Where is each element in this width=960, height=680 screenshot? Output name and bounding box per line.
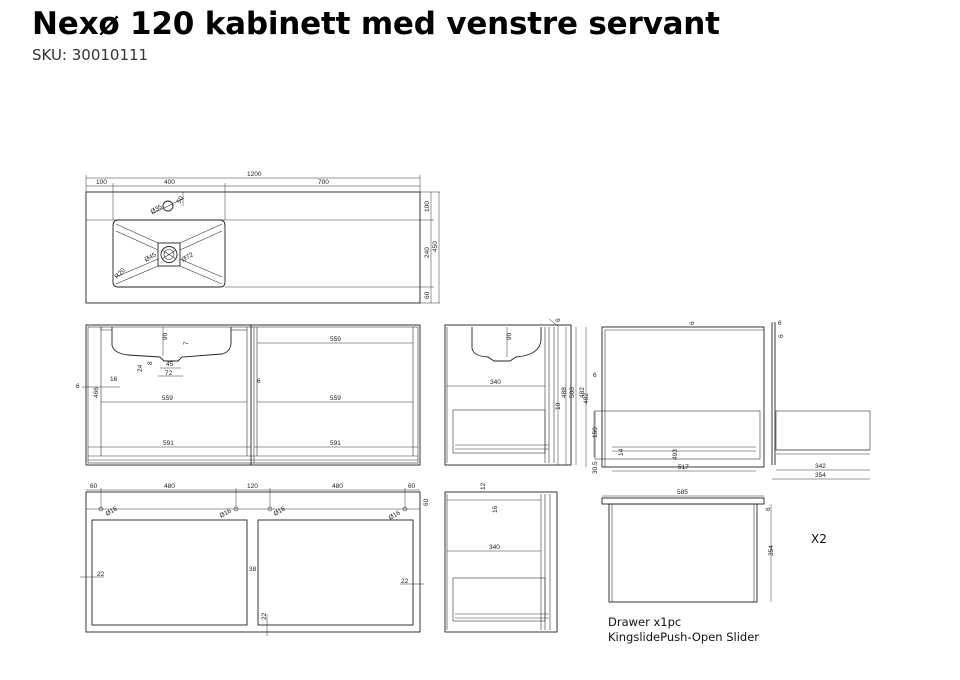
sku-label: SKU: 30010111	[32, 46, 149, 64]
drawer-side-gap: 6	[593, 372, 597, 379]
section-side-dim: 6	[778, 334, 785, 338]
drawer-bottom-offset: 30.5	[592, 461, 599, 474]
back-depth-dim: 60	[423, 498, 430, 506]
side-view: 90 340 6 10 488 500 482	[444, 318, 586, 466]
section-inner-dim: 342	[815, 463, 826, 470]
basin-bottom-4: 72	[165, 370, 173, 377]
corner-radius-dim: R20	[113, 267, 127, 281]
lower-side-inner: 340	[489, 544, 500, 551]
side-height-2: 488	[561, 387, 568, 398]
section-outer-dim: 354	[815, 472, 826, 479]
drawer-side-height: 482	[583, 393, 590, 404]
lower-side-top: 12	[480, 482, 487, 490]
side-basin-depth: 90	[506, 332, 513, 340]
back-margin-right: 22	[401, 578, 409, 585]
drawer-depth-label: 493	[672, 449, 679, 460]
back-seg-4: 480	[332, 483, 343, 490]
basin-bottom-3: 45	[166, 361, 174, 368]
right-top-dim: 559	[330, 336, 341, 343]
shelf-right-dim: 559	[330, 395, 341, 402]
depth-seg-3: 60	[424, 291, 431, 299]
back-bottom: 22	[261, 612, 268, 620]
drawer-slide-gap: 14	[618, 448, 625, 456]
side-height-3: 500	[569, 387, 576, 398]
drawer-side-view: 482 150 30.5 6 6 14 493 517	[583, 321, 765, 474]
basin-bottom-1: 24	[137, 364, 144, 372]
side-height-4: 482	[579, 387, 586, 398]
back-view: 60 480 120 480 60 60 Ø16 Ø16 Ø16 Ø16 22 …	[80, 483, 430, 636]
overall-depth-dim: 450	[432, 241, 439, 252]
drawer-count-note: Drawer x1pc	[608, 615, 681, 629]
back-margin-left: 22	[97, 571, 105, 578]
hole-3: Ø16	[273, 505, 287, 517]
drawer-length-dim: 517	[678, 464, 689, 471]
drawer-front: 585 6 354	[601, 489, 775, 603]
section-top-dim: 6	[778, 320, 782, 327]
height-dim: 466	[93, 387, 100, 398]
drain-outer-dim: Ø72	[181, 251, 195, 263]
bottom-left-dim: 591	[163, 440, 174, 447]
drawer-height-dim: 150	[592, 427, 599, 438]
drawer-front-height: 354	[768, 545, 775, 556]
hole-1: Ø16	[105, 505, 119, 517]
bottom-right-dim: 591	[330, 440, 341, 447]
drawer-front-width: 585	[677, 489, 688, 496]
basin-bottom-2: 8	[147, 361, 154, 365]
lower-side-offset: 16	[492, 505, 499, 513]
slider-note: KingslidePush-Open Slider	[608, 630, 759, 644]
back-seg-2: 480	[164, 483, 175, 490]
center-gap-dim: 6	[257, 378, 261, 385]
product-title: Nexø 120 kabinett med venstre servant	[32, 6, 720, 42]
drawer-section: 6 6 342 354	[771, 320, 871, 480]
overall-width-dim: 1200	[247, 171, 262, 178]
side-inner-width: 340	[490, 379, 501, 386]
width-seg-2: 400	[164, 179, 175, 186]
width-seg-1: 100	[96, 179, 107, 186]
depth-seg-2: 240	[424, 247, 431, 258]
drawer-front-top: 6	[765, 507, 772, 511]
drawer-top-dim: 6	[689, 321, 696, 325]
side-height-1: 10	[555, 402, 562, 410]
tap-hole-dim: Ø35	[150, 203, 164, 215]
shelf-left-dim: 559	[162, 395, 173, 402]
side-top-gap: 6	[555, 318, 562, 322]
tap-offset-dim: 50	[176, 195, 186, 205]
panel-dim: 16	[110, 376, 118, 383]
front-view: 90 7 24 8 45 72 16 6 466 559 559 559 6 5…	[76, 324, 421, 466]
gap-dim: 6	[76, 383, 80, 390]
multiplier-label: X2	[811, 532, 827, 546]
top-view: Ø35 50 Ø45 Ø72 R20 1200 100 400 700 100 …	[85, 171, 440, 304]
back-seg-3: 120	[247, 483, 258, 490]
width-seg-3: 700	[318, 179, 329, 186]
lower-side-view: 340 12 16	[444, 482, 558, 633]
back-seg-5: 60	[408, 483, 416, 490]
depth-seg-1: 100	[424, 201, 431, 212]
basin-depth-dim: 90	[162, 332, 169, 340]
back-seg-1: 60	[90, 483, 98, 490]
back-center-gap: 38	[249, 566, 257, 573]
rim-dim: 7	[183, 341, 190, 345]
